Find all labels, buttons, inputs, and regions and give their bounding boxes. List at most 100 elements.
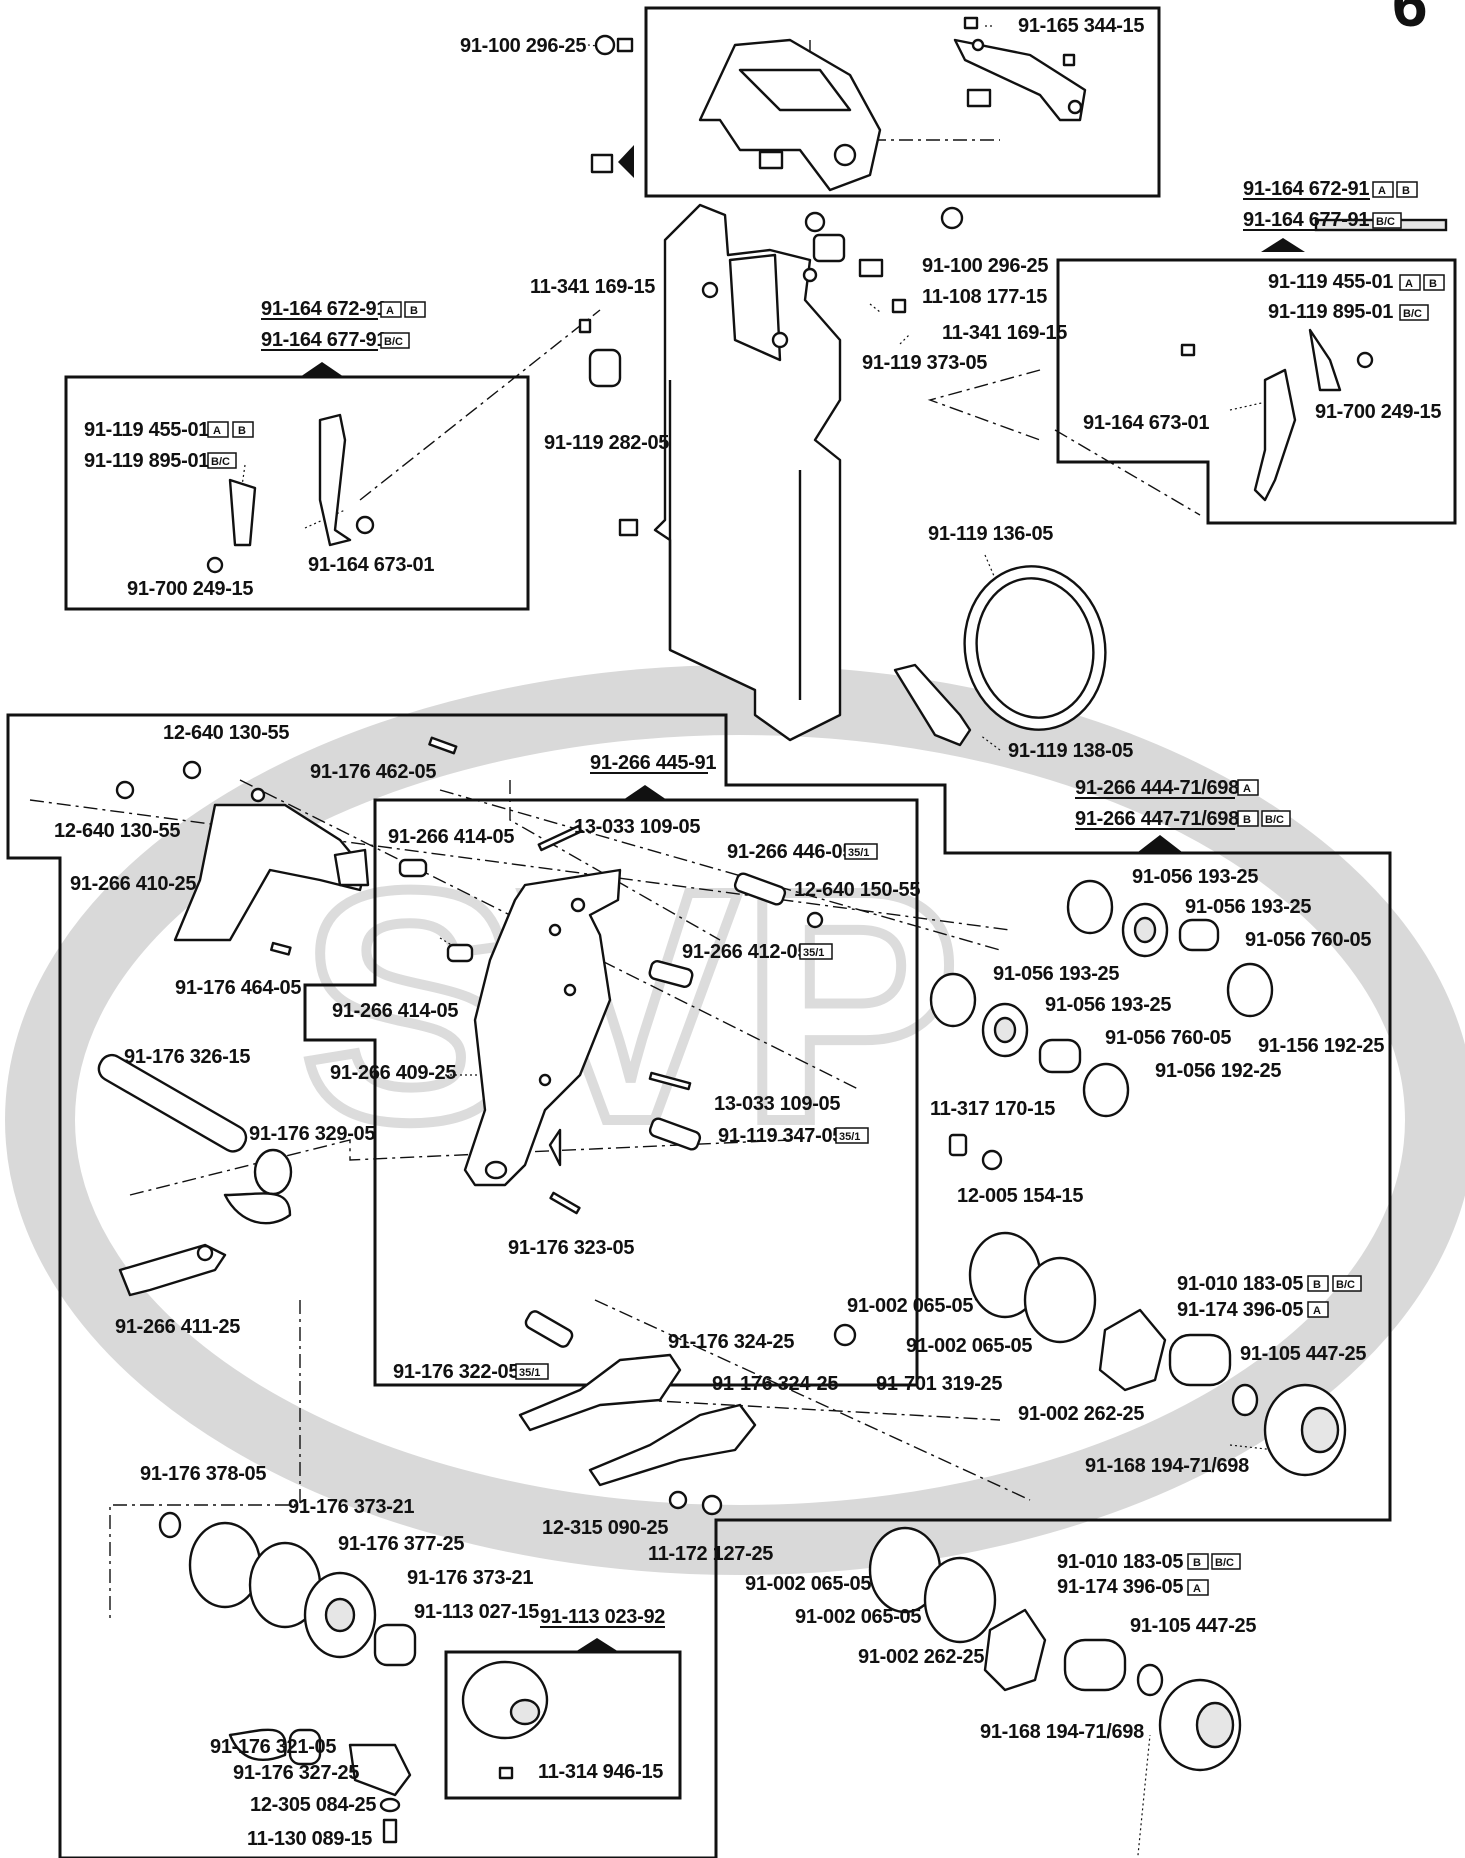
part-label: 91-056 193-25 — [1185, 896, 1311, 918]
badge-a: A — [1187, 1579, 1209, 1596]
part-label: 91-174 396-05 — [1057, 1576, 1183, 1598]
part-label: 91-700 249-15 — [1315, 401, 1441, 423]
part-label: 91-002 065-05 — [847, 1295, 973, 1317]
svg-text:B/C: B/C — [384, 336, 403, 348]
part-label: 91-164 672-91 — [261, 298, 387, 320]
hook-assembly — [594, 16, 1087, 192]
part-label: 91-176 462-05 — [310, 761, 436, 783]
part-label: 11-317 170-15 — [930, 1098, 1055, 1120]
part-label: 12-005 154-15 — [957, 1185, 1083, 1207]
part-label: 12-305 084-25 — [250, 1794, 376, 1816]
part-label: 91-701 319-25 — [876, 1373, 1002, 1395]
badge-bc: B/C — [1399, 304, 1429, 321]
ref-box-icon — [590, 145, 634, 178]
part-label: 91-056 760-05 — [1245, 929, 1371, 951]
part-label: 91-266 445-91 — [590, 752, 716, 774]
svg-text:A: A — [386, 305, 394, 317]
part-label: 91-176 373-21 — [407, 1567, 533, 1589]
part-label: 91-056 193-25 — [1045, 994, 1171, 1016]
part-label: 91-010 183-05 — [1057, 1551, 1183, 1573]
part-label: 91-056 760-05 — [1105, 1027, 1231, 1049]
badge-a: A — [1237, 779, 1259, 796]
right-inset-frame — [1056, 258, 1457, 525]
part-label: 91-176 322-05 — [393, 1361, 519, 1383]
badge-b: B — [232, 421, 254, 438]
part-label: 91-164 672-91 — [1243, 178, 1369, 200]
part-label: 91-119 373-05 — [862, 352, 987, 374]
svg-text:B: B — [238, 425, 246, 437]
part-label: 91-176 373-21 — [288, 1496, 414, 1518]
part-label: 91-056 193-25 — [1132, 866, 1258, 888]
badge-35-1: 35/1 — [835, 1127, 869, 1144]
part-label: 91-164 673-01 — [308, 554, 434, 576]
badge-bc: B/C — [207, 452, 237, 469]
part-label: 91-002 065-05 — [906, 1335, 1032, 1357]
part-label: 91-164 673-01 — [1083, 412, 1209, 434]
part-label: 91-119 138-05 — [1008, 740, 1133, 762]
badge-a: A — [1399, 274, 1421, 291]
part-label: 13-033 109-05 — [714, 1093, 840, 1115]
bobbin-winder-stack — [158, 1511, 417, 1844]
tension-mount-plate — [398, 824, 824, 1348]
part-label: 91-266 409-25 — [330, 1062, 456, 1084]
part-label: 12-640 130-55 — [163, 722, 289, 744]
badges: A B B/C A B B/C A B B/C A B B/C A B B/C … — [207, 181, 1445, 1596]
part-label: 11-314 946-15 — [538, 1761, 663, 1783]
tension-stack-middle — [968, 1231, 1347, 1477]
part-label: 91-105 447-25 — [1130, 1615, 1256, 1637]
badge-a: A — [1372, 181, 1394, 198]
svg-text:B/C: B/C — [1215, 1557, 1234, 1569]
badge-bc: B/C — [1261, 810, 1291, 827]
svg-text:35/1: 35/1 — [848, 847, 869, 859]
part-label: 91-100 296-25 — [460, 35, 586, 57]
thread-lever — [115, 736, 458, 956]
part-label: 91-176 464-05 — [175, 977, 301, 999]
part-label: 91-266 414-05 — [388, 826, 514, 848]
badge-35-1: 35/1 — [515, 1363, 549, 1380]
part-label: 91-119 895-01 — [84, 450, 209, 472]
part-label: 91-168 194-71/698 — [980, 1721, 1144, 1743]
part-label: 91-174 396-05 — [1177, 1299, 1303, 1321]
part-label: 91-176 321-05 — [210, 1736, 336, 1758]
part-label: 12-640 150-55 — [794, 879, 920, 901]
svg-text:B: B — [1313, 1279, 1321, 1291]
svg-text:B/C: B/C — [1265, 814, 1284, 826]
part-label: 91-176 327-25 — [233, 1762, 359, 1784]
left-inset-frame — [64, 375, 530, 611]
svg-text:A: A — [1243, 783, 1251, 795]
badge-b: B — [1396, 181, 1418, 198]
slotted-levers — [518, 1323, 857, 1516]
svg-text:B/C: B/C — [1376, 216, 1395, 228]
plate-fasteners — [578, 206, 964, 388]
part-label: 91-100 296-25 — [922, 255, 1048, 277]
svg-text:B: B — [1193, 1557, 1201, 1569]
svg-text:A: A — [1193, 1583, 1201, 1595]
part-label: 91-176 324-25 — [712, 1373, 838, 1395]
part-label: 91-165 344-15 — [1018, 15, 1144, 37]
needle-plate-frame — [618, 203, 842, 742]
part-label: 91-164 677-91 — [261, 329, 387, 351]
part-labels: 91-100 296-25 91-165 344-15 91-164 672-9… — [54, 15, 1442, 1850]
part-label: 91-168 194-71/698 — [1085, 1455, 1249, 1477]
part-label: 91-266 412-05 — [682, 941, 808, 963]
svg-text:B: B — [1243, 814, 1251, 826]
badge-b: B — [1307, 1275, 1329, 1292]
badge-bc: B/C — [1211, 1553, 1241, 1570]
part-label: 91-176 323-05 — [508, 1237, 634, 1259]
part-label: 91-266 410-25 — [70, 873, 196, 895]
part-label: 91-266 414-05 — [332, 1000, 458, 1022]
badge-bc: B/C — [380, 332, 410, 349]
part-label: 91-176 324-25 — [668, 1331, 794, 1353]
part-label: 91-119 136-05 — [928, 523, 1053, 545]
part-label: 91-176 329-05 — [249, 1123, 375, 1145]
badge-a: A — [1307, 1301, 1329, 1318]
part-label: 91-266 447-71/698 — [1075, 808, 1239, 830]
badge-bc: B/C — [1332, 1275, 1362, 1292]
part-label: 11-172 127-25 — [648, 1543, 773, 1565]
badge-b: B — [1423, 274, 1445, 291]
part-label: 91-002 065-05 — [745, 1573, 871, 1595]
part-label: 13-033 109-05 — [574, 816, 700, 838]
part-label: 11-130 089-15 — [247, 1828, 372, 1850]
part-label: 12-315 090-25 — [542, 1517, 668, 1539]
